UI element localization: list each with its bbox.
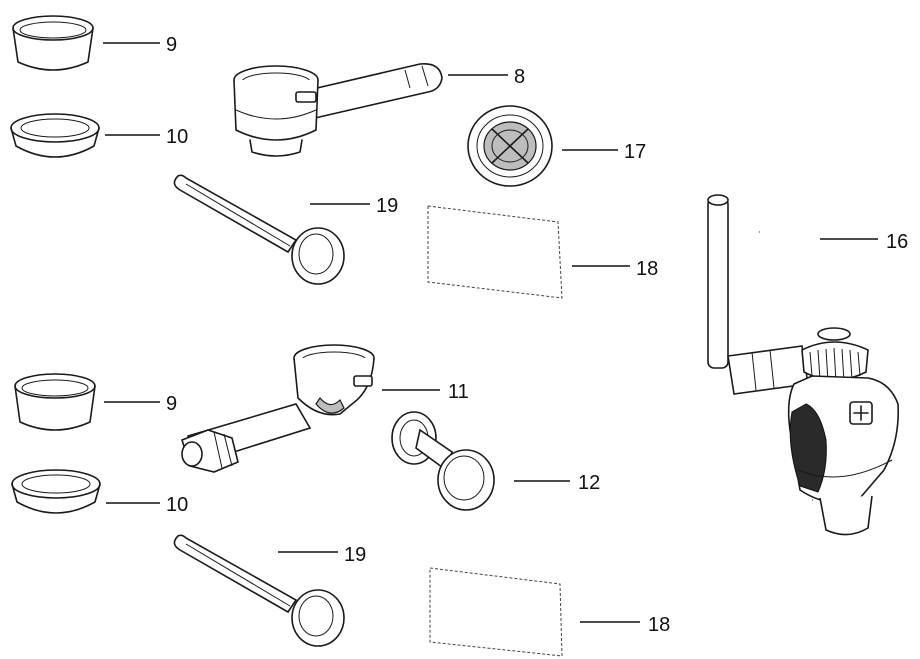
flat-filter-bottom <box>11 469 101 514</box>
portafilter-bottom <box>181 344 375 473</box>
measuring-scoop-bottom <box>173 534 345 647</box>
frother-assembly <box>688 194 900 536</box>
callout-12: 12 <box>578 472 600 494</box>
instruction-card-top <box>427 205 563 299</box>
callout-19-bottom: 19 <box>344 544 366 566</box>
measuring-scoop-top <box>173 174 345 285</box>
callout-18-bottom: 18 <box>648 614 670 636</box>
callout-19-top: 19 <box>376 195 398 217</box>
callout-11: 11 <box>448 381 469 403</box>
callout-17: 17 <box>624 141 646 163</box>
portafilter-top <box>233 62 443 157</box>
callout-10-bottom: 10 <box>166 494 188 516</box>
callout-9-bottom: 9 <box>166 393 177 415</box>
callout-16: 16 <box>886 231 908 253</box>
filter-basket-bottom <box>14 373 96 431</box>
callout-10-top: 10 <box>166 126 188 148</box>
tamper <box>391 411 495 511</box>
crema-valve-disc <box>467 105 553 187</box>
flat-filter-top <box>10 113 100 158</box>
callout-8: 8 <box>514 66 525 88</box>
filter-basket-top <box>12 15 94 71</box>
callout-9-top: 9 <box>166 34 177 56</box>
callout-18-top: 18 <box>636 258 658 280</box>
instruction-card-bottom <box>429 567 563 657</box>
